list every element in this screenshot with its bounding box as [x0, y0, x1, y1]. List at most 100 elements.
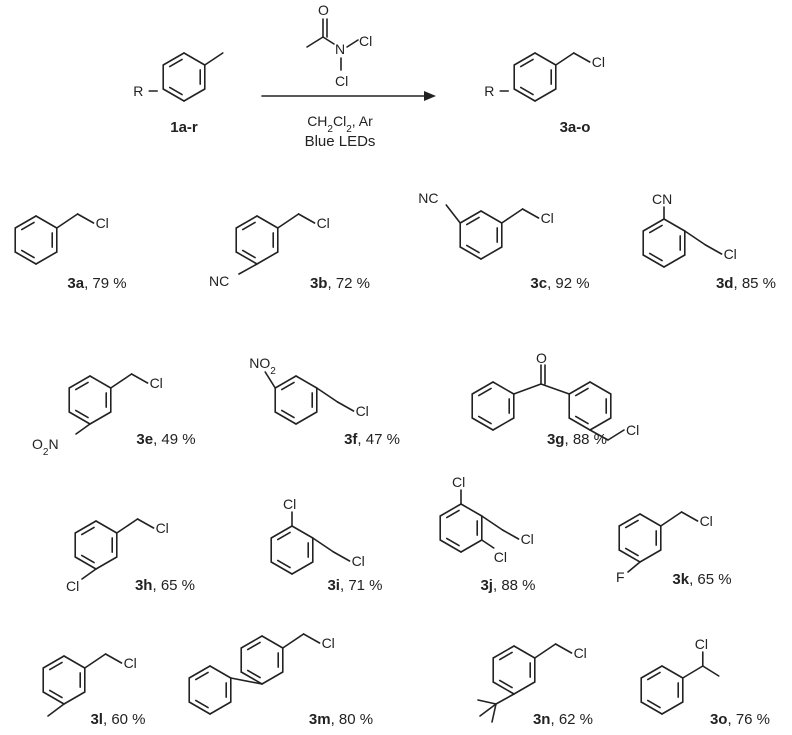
structure-3n-ch2cl-cl-label: Cl [574, 645, 587, 661]
structure-3d-ch2cl-bond [683, 230, 707, 246]
structure-3d-cn-label: CN [652, 191, 672, 207]
structure-3m-ch2cl-bond [302, 633, 321, 644]
structure-3o-bond [661, 665, 684, 679]
compound-label-3i: 3i, 71 % [327, 577, 382, 594]
reaction-arrowhead [424, 91, 436, 101]
structure-3o-bond [661, 701, 684, 715]
structure-3h-bond [74, 520, 97, 534]
structure-3j-bond [439, 503, 462, 517]
structure-3f-no2-label: NO2 [249, 355, 276, 377]
structure-3i-ch2cl-cl-label: Cl [352, 553, 365, 569]
structure-3g-o-label: O [536, 350, 547, 366]
compound-label-3g: 3g, 88 % [547, 431, 607, 448]
structure-3h-bond [95, 520, 118, 534]
structure-3g-ring-right-bond [568, 417, 591, 431]
structure-3h-double-bond [80, 526, 95, 536]
structure-3g-ring-left-bond [492, 417, 515, 431]
structure-3f-bond [295, 411, 318, 425]
structure-3h-cl-ring-label: Cl [66, 578, 79, 594]
structure-3c-ch2cl-bond [500, 208, 524, 224]
structure-3j-ch2cl-bond [501, 529, 520, 540]
structure-3e-double-bond [74, 409, 89, 419]
structure-3f-double-bond [280, 381, 295, 391]
structure-3b-double-bond [241, 221, 256, 231]
structure-3m-ring-left-bond [209, 665, 232, 679]
structure-3g-ch2-bond [589, 429, 609, 441]
structure-3g-ring-left-double-bond [477, 415, 492, 425]
structure-3i-bond [270, 561, 293, 575]
structure-3g-ring-right-double-bond [574, 387, 589, 397]
structure-3a-double-bond [20, 221, 35, 231]
compound-label-3h: 3h, 65 % [135, 577, 195, 594]
product-ring-double-bond [519, 86, 534, 96]
structure-3e-o2n-label: O2N [32, 436, 59, 458]
structure-3i-bond [270, 525, 293, 539]
reagent-o-label: O [318, 2, 329, 18]
structure-3k-double-bond [624, 519, 639, 529]
condition-solvent: CH2Cl2, Ar [307, 113, 373, 135]
structure-3i-ch2cl-bond [332, 551, 351, 562]
structure-3d-bond [663, 254, 686, 268]
product-cl-label: Cl [592, 54, 605, 70]
structure-3n-tbu-bond [495, 693, 515, 705]
structure-3f-double-bond [280, 409, 295, 419]
product-ring-bond [534, 52, 557, 66]
compound-label-3k: 3k, 65 % [672, 571, 731, 588]
structure-3f-ch2cl-bond [315, 387, 339, 403]
structure-3j-cl-bond-bottom [480, 539, 495, 549]
structure-3g-bond [512, 383, 542, 395]
structure-3a-ch2cl-bond [76, 213, 95, 224]
compound-label-3l: 3l, 60 % [90, 711, 145, 728]
structure-3c-double-bond [465, 216, 480, 226]
compound-label-3c: 3c, 92 % [530, 275, 589, 292]
product-ch2-bond [554, 52, 575, 66]
structure-3l-bond [42, 655, 65, 669]
structure-3a-bond [14, 215, 37, 229]
structure-3m-ring-left-bond [209, 701, 232, 715]
structure-3d-double-bond [648, 252, 663, 262]
structure-3a-bond [35, 251, 58, 265]
structure-3n-bond [492, 681, 515, 695]
structure-3c-ch2cl-bond [521, 208, 540, 219]
reagent-bond [306, 36, 324, 48]
structure-3n-bond [513, 645, 536, 659]
structure-3m-ch2cl-cl-label: Cl [322, 635, 335, 651]
structure-3m-ring-right-double-bond [246, 669, 261, 679]
structure-3l-ch2cl-bond [83, 653, 107, 669]
structure-3h-bond [74, 556, 97, 570]
structure-3e-ch2cl-bond [109, 373, 133, 389]
structure-3o-bond [640, 701, 663, 715]
structure-3c-bond [480, 246, 503, 260]
compound-label-3d: 3d, 85 % [716, 275, 776, 292]
structure-3k-ch2cl-cl-label: Cl [700, 513, 713, 529]
structure-3l-double-bond [48, 661, 63, 671]
structure-3f-ch2cl-cl-label: Cl [356, 403, 369, 419]
structure-3i-bond [291, 561, 314, 575]
structure-3b-ch2cl-bond [297, 213, 316, 224]
structure-3a-bond [14, 251, 37, 265]
structure-3b-bond [235, 215, 258, 229]
methyl-bond [203, 52, 224, 66]
product-ring-bond [513, 52, 536, 66]
structure-3k-bond [618, 549, 641, 563]
condition-light: Blue LEDs [305, 133, 376, 150]
structure-3g-bond [540, 383, 571, 395]
structure-3d-bond [663, 218, 686, 232]
structure-3i-cl-ring-label: Cl [283, 496, 296, 512]
product-label: 3a-o [560, 119, 591, 136]
reagent-cl-label: Cl [359, 33, 372, 49]
structure-3f-bond [295, 375, 318, 389]
structure-3h-cl-bond [81, 568, 97, 580]
compound-label-3j: 3j, 88 % [480, 577, 535, 594]
structure-3a-bond [35, 215, 58, 229]
reagent-ncl-bond [346, 39, 359, 48]
structure-3b-bond [256, 251, 279, 265]
structure-3e-double-bond [74, 381, 89, 391]
reactant-ring-bond [162, 88, 185, 102]
compound-label-3a: 3a, 79 % [67, 275, 126, 292]
structure-3l-double-bond [48, 689, 63, 699]
structure-3h-bond [95, 556, 118, 570]
structure-3e-bond [89, 375, 112, 389]
